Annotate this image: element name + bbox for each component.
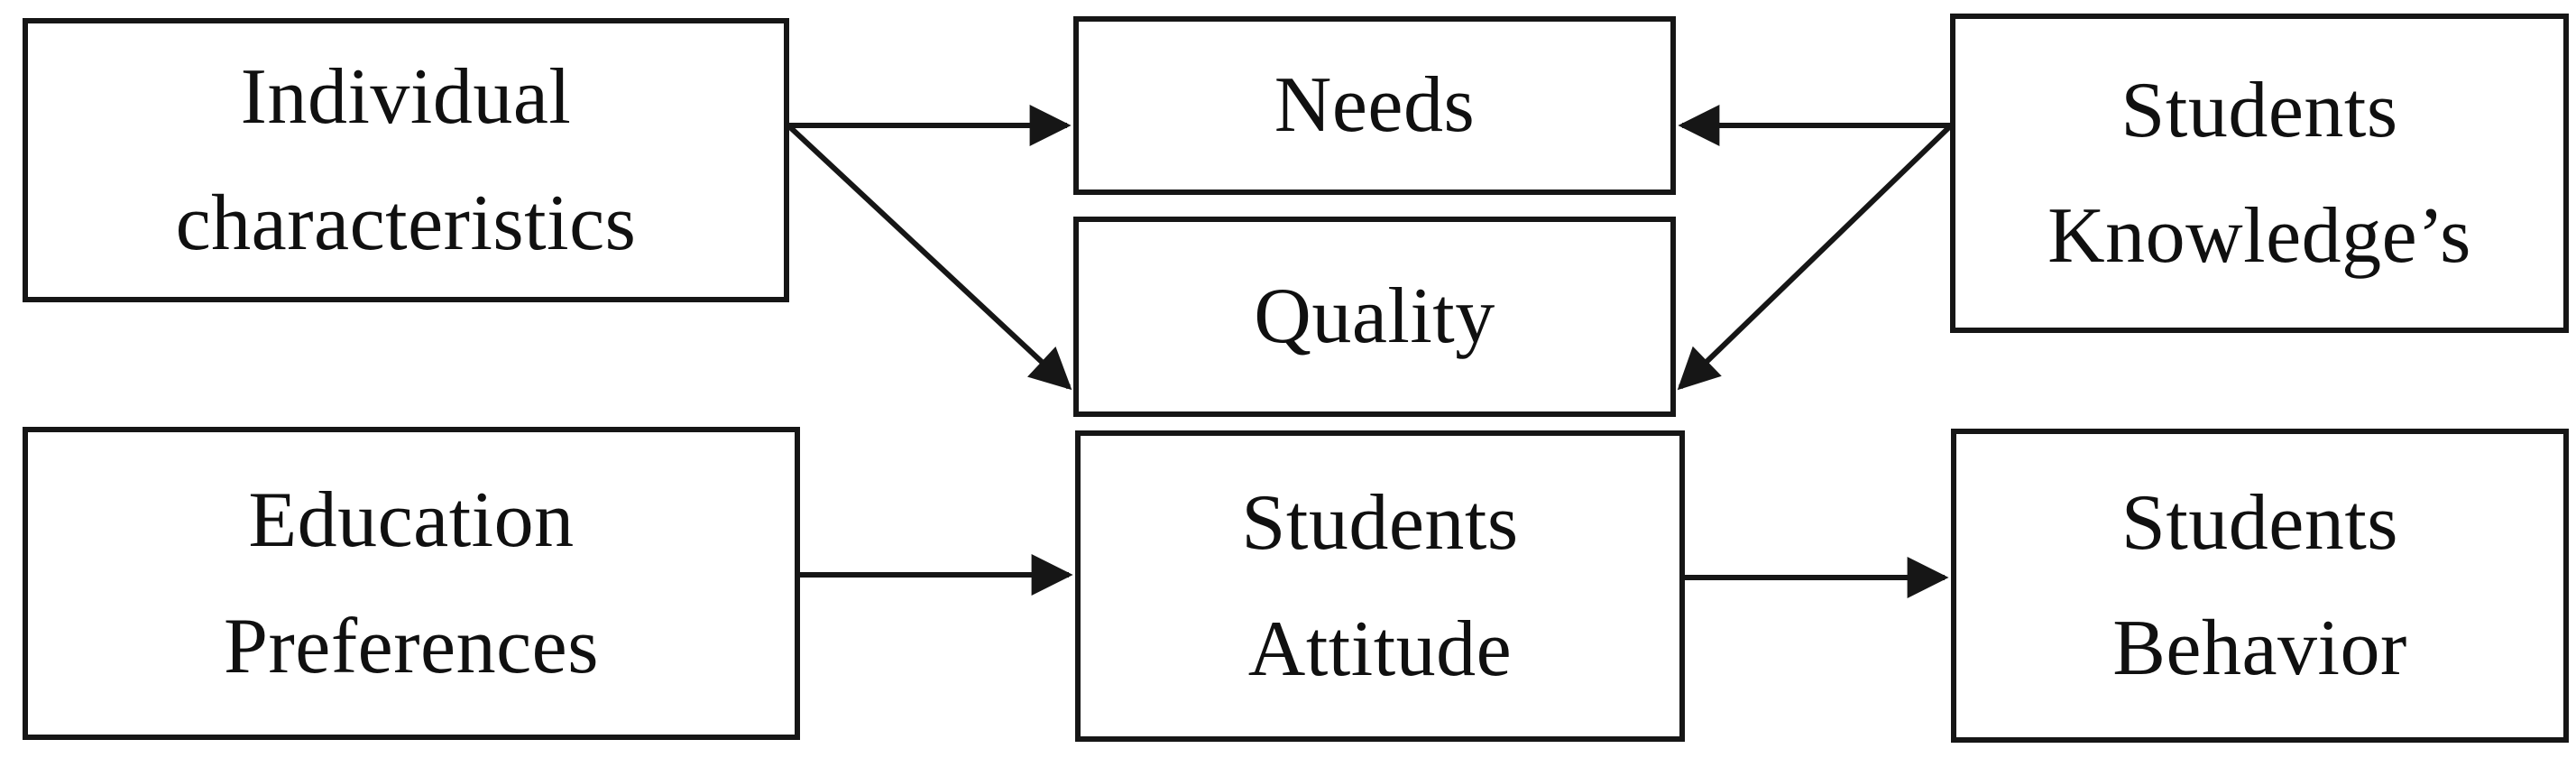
node-label-individual-characteristics: Individual characteristics [175, 53, 637, 267]
node-needs: Needs [1073, 16, 1676, 195]
edge-knowledges-to-quality [1677, 125, 1952, 391]
edge-individual-to-quality [787, 125, 1072, 391]
node-label-needs: Needs [1274, 61, 1476, 150]
node-label-students-behavior: Students Behavior [2112, 478, 2407, 692]
node-label-students-attitude: Students Attitude [1241, 479, 1519, 693]
node-individual-characteristics: Individual characteristics [23, 18, 789, 302]
node-students-attitude: Students Attitude [1075, 430, 1685, 742]
node-quality: Quality [1073, 217, 1676, 417]
node-students-behavior: Students Behavior [1951, 429, 2569, 743]
node-students-knowledges: Students Knowledge’s [1950, 14, 2569, 333]
node-label-quality: Quality [1254, 273, 1495, 361]
node-label-students-knowledges: Students Knowledge’s [2047, 66, 2471, 280]
node-label-education-preferences: Education Preferences [224, 476, 599, 690]
node-education-preferences: Education Preferences [23, 427, 800, 740]
